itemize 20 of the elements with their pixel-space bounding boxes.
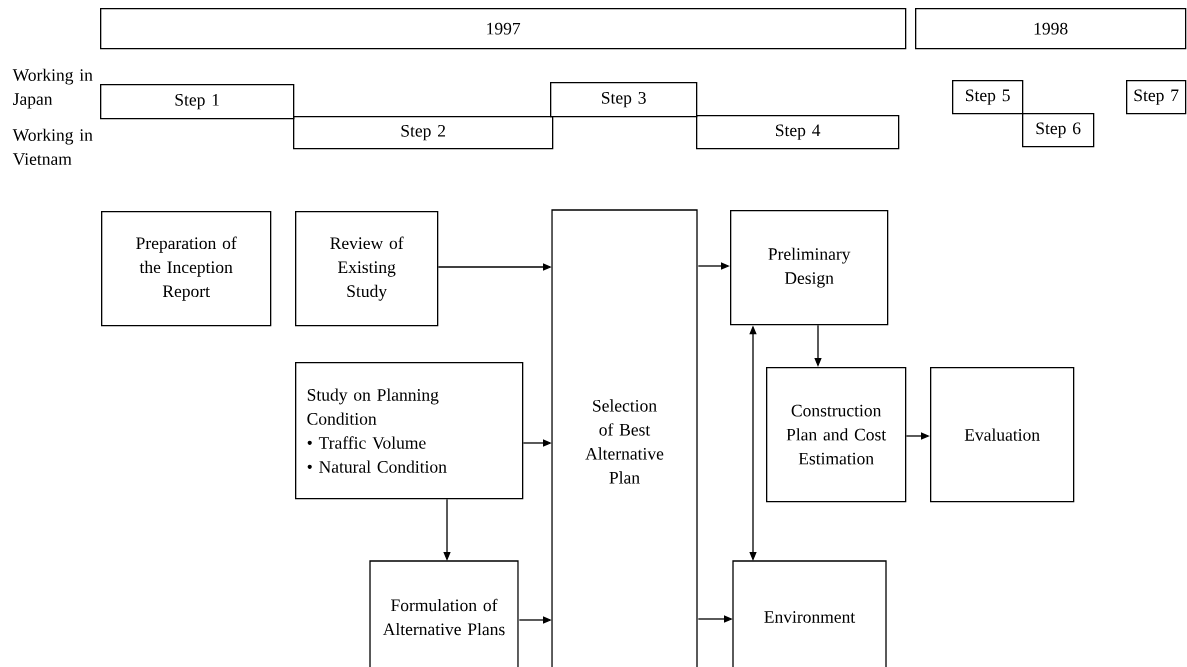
process-box: Formulation of Alternative Plans bbox=[369, 560, 519, 667]
year-bar: 1998 bbox=[915, 8, 1187, 50]
step-box: Step 5 bbox=[952, 80, 1024, 115]
process-box: Evaluation bbox=[930, 367, 1075, 503]
step-box: Step 1 bbox=[100, 84, 295, 120]
step-box: Step 2 bbox=[293, 116, 554, 150]
process-box: Environment bbox=[732, 560, 887, 667]
process-box: Selection of Best Alternative Plan bbox=[551, 209, 698, 667]
step-box: Step 3 bbox=[550, 82, 698, 118]
step-box: Step 7 bbox=[1126, 80, 1187, 115]
process-box: Construction Plan and Cost Estimation bbox=[766, 367, 907, 503]
step-box: Step 4 bbox=[696, 115, 900, 150]
process-box: Preliminary Design bbox=[730, 210, 889, 326]
step-box: Step 6 bbox=[1022, 113, 1095, 148]
year-bar: 1997 bbox=[100, 8, 907, 50]
process-box: Study on Planning Condition • Traffic Volume • Natural Condition bbox=[295, 362, 524, 500]
row-label: Working in Japan bbox=[12, 68, 93, 109]
row-label: Working in Vietnam bbox=[12, 128, 93, 166]
process-box: Preparation of the Inception Report bbox=[101, 211, 272, 327]
process-box: Review of Existing Study bbox=[295, 211, 439, 327]
